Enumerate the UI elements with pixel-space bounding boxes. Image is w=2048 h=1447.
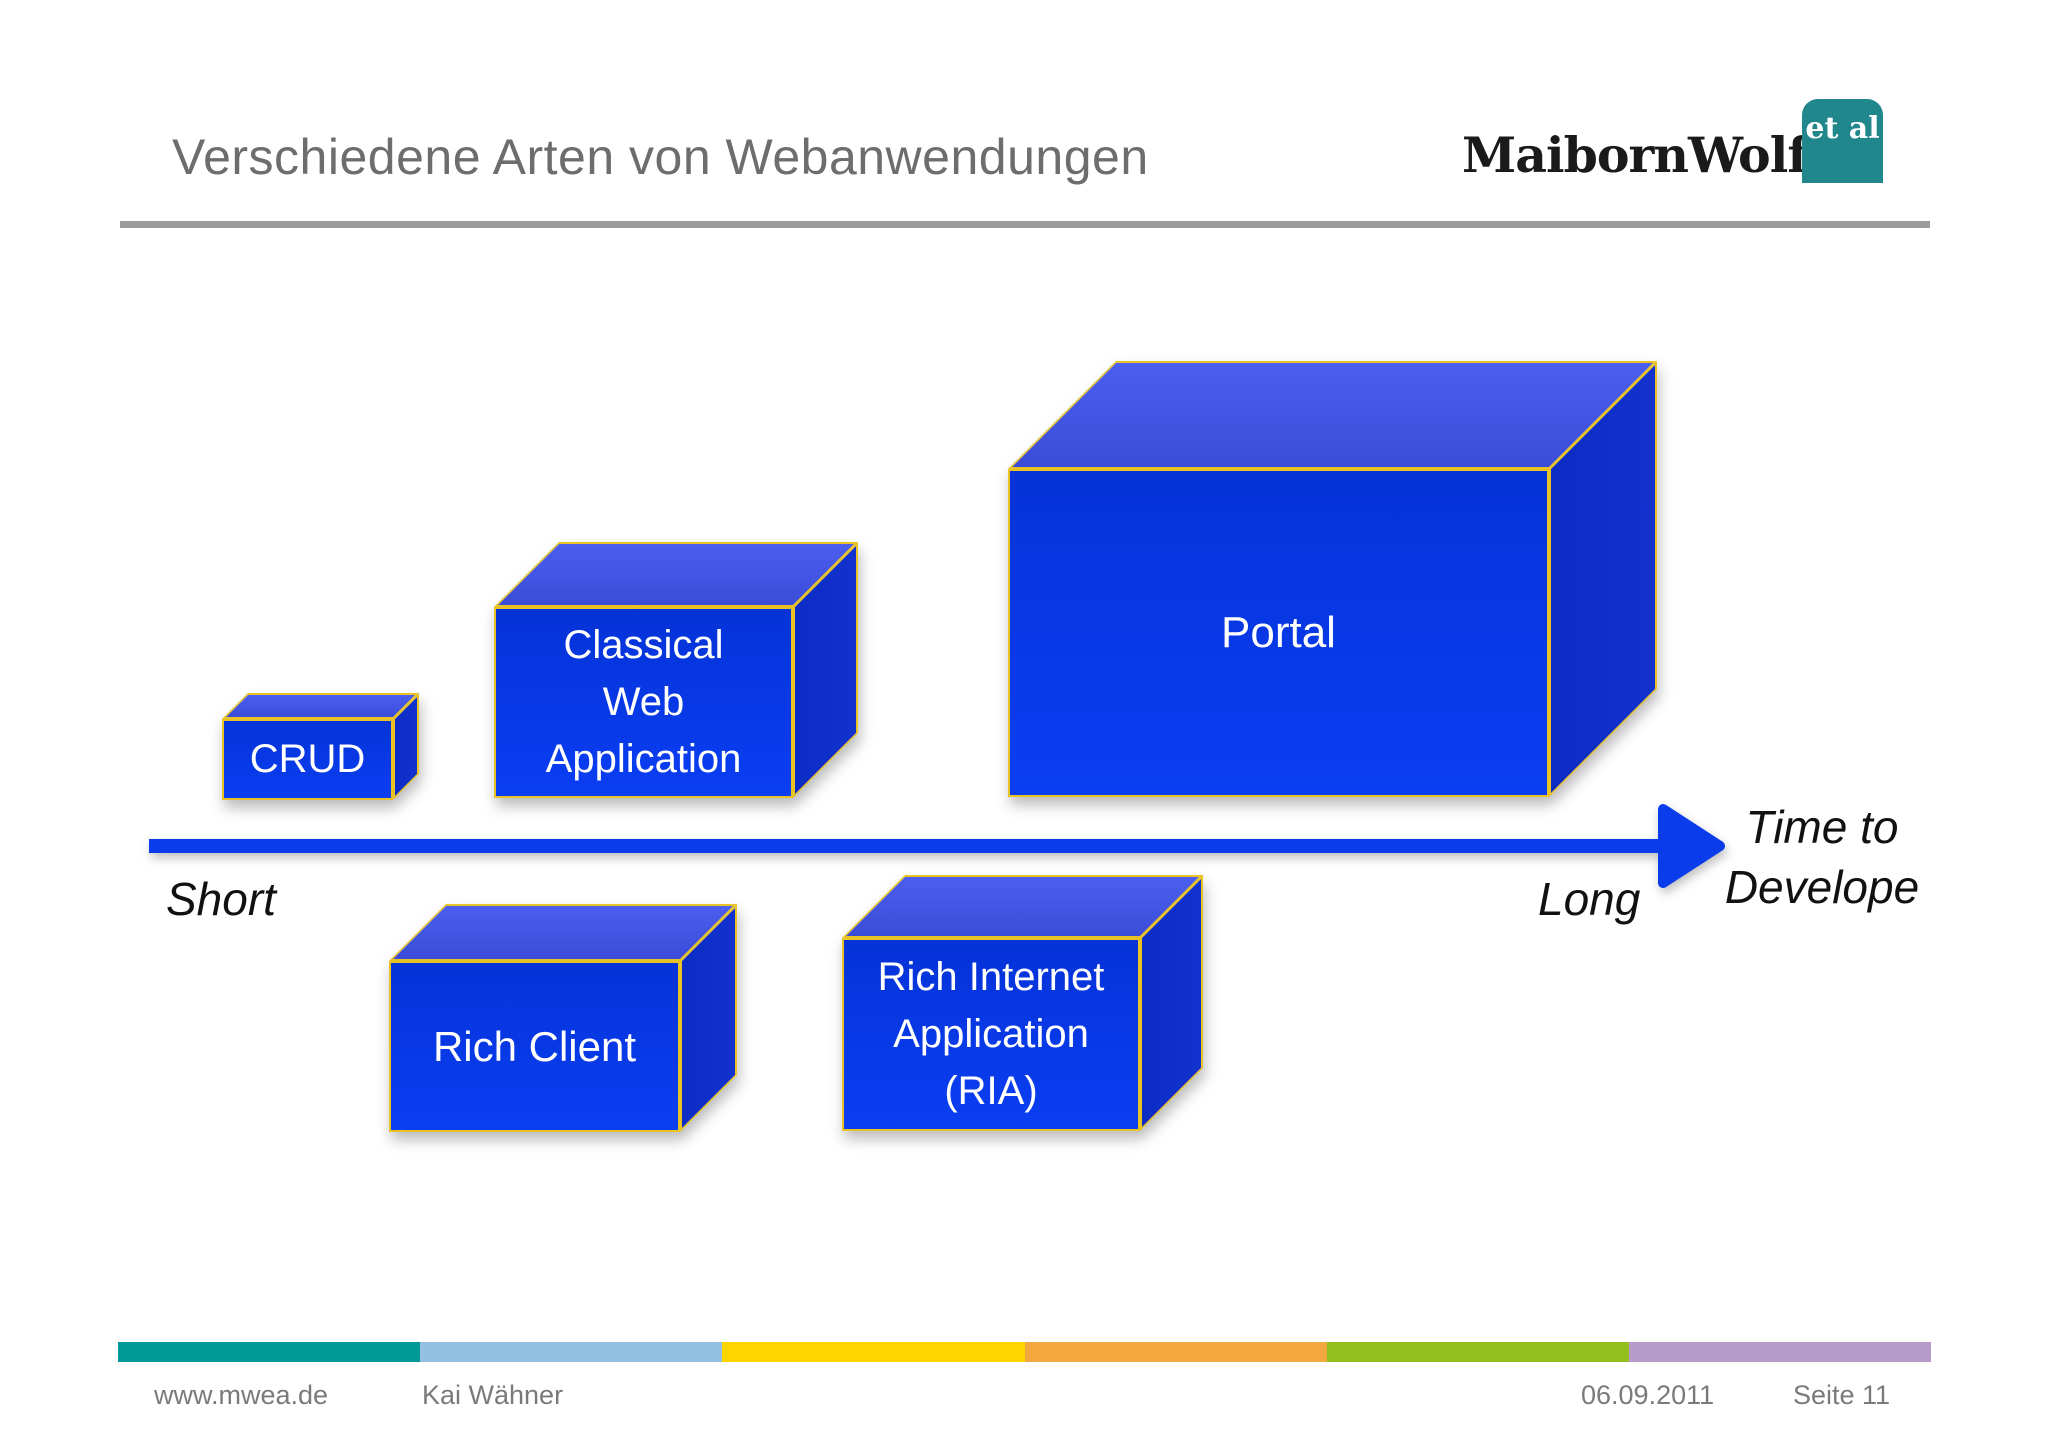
box-label: Rich Client [432,1022,637,1070]
brand-wordmark: MaibornWolff [1462,126,1828,184]
timeline-arrow [149,804,1725,888]
brand-badge-label: et al [1805,111,1880,146]
stripe-segment-orange [1024,1342,1327,1362]
stripe-segment-teal [118,1342,421,1362]
box-ria-front-face: Rich Internet Application (RIA) [842,938,1140,1131]
brand-logo: MaibornWolff [1462,126,1828,184]
box-portal-front-face: Portal [1008,469,1549,797]
footer-page: Seite 11 [1793,1380,1891,1410]
box-portal-top-face [1008,361,1657,469]
footer-date: 06.09.2011 [1581,1380,1715,1410]
box-rich-client: Rich Client [389,904,737,1132]
stripe-segment-yellow [722,1342,1025,1362]
footer-website: www.mwea.de [154,1380,329,1410]
box-label: Portal [1221,608,1336,657]
box-crud-top-face [222,693,419,719]
footer-author: Kai Wähner [422,1380,564,1410]
header-divider-line [120,221,1930,228]
axis-label-short: Short [166,873,276,925]
box-rich-client-front-face: Rich Client [389,961,680,1132]
axis-title-line2: Develope [1724,860,1920,913]
box-portal: Portal [1008,361,1657,797]
box-label: Rich Internet [877,955,1105,1000]
brand-badge: et al [1802,99,1883,183]
box-rich-internet-application: Rich Internet Application (RIA) [842,875,1203,1131]
stripe-segment-green [1326,1342,1629,1362]
axis-title: Time to Develope [1712,798,1932,918]
slide-title: Verschiedene Arten von Webanwendungen [172,129,1149,185]
box-label: CRUD [249,737,366,781]
box-label: Web [602,680,685,725]
box-label: Application [545,736,742,781]
box-label: (RIA) [944,1068,1038,1113]
axis-label-long: Long [1538,873,1641,925]
stripe-segment-purple [1628,1342,1932,1362]
axis-title-line1: Time to [1745,801,1899,853]
box-label: Classical [563,623,724,668]
footer-stripe [118,1342,1932,1362]
stripe-segment-blue [420,1342,723,1362]
box-label: Application [893,1012,1089,1057]
box-crud-front-face: CRUD [222,719,393,800]
box-rich-client-top-face [389,904,737,961]
box-classical-front-face: Classical Web Application [494,607,793,798]
box-crud: CRUD [222,693,419,800]
box-classical-web-application: Classical Web Application [494,542,858,798]
